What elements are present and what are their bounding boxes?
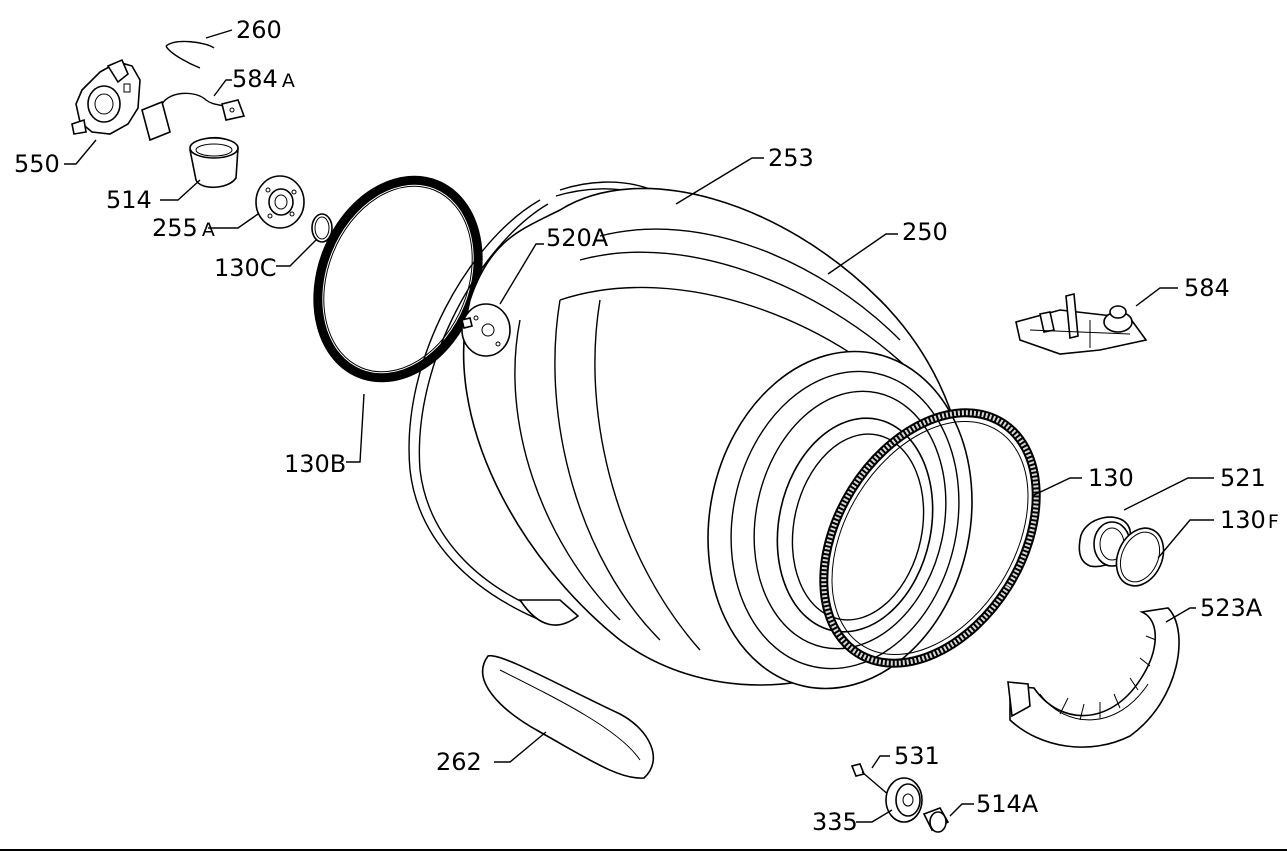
part-584a-sensor <box>141 92 246 142</box>
label-253: 253 <box>768 144 814 172</box>
label-514: 514 <box>106 186 152 214</box>
part-130f-ring <box>1115 527 1165 587</box>
label-523a: 523A <box>1200 594 1263 622</box>
label-584: 584 <box>1184 274 1230 302</box>
label-514a: 514A <box>976 790 1039 818</box>
bottom-rule <box>0 849 1287 851</box>
part-531-bolt <box>850 763 891 797</box>
part-550-bracket <box>71 58 141 135</box>
label-250: 250 <box>902 218 948 246</box>
part-130c-ring <box>311 213 333 243</box>
part-514a-roller <box>922 807 950 833</box>
label-130c: 130C <box>214 254 277 282</box>
label-130b: 130B <box>284 450 346 478</box>
part-523a-slide <box>1007 607 1180 748</box>
label-260: 260 <box>236 16 282 44</box>
label-531: 531 <box>894 742 940 770</box>
label-335: 335 <box>812 808 858 836</box>
part-130-seal <box>819 408 1041 668</box>
part-262-pad <box>481 654 655 779</box>
label-521: 521 <box>1220 464 1266 492</box>
part-255a-hub <box>255 175 305 229</box>
label-550: 550 <box>14 150 60 178</box>
part-250-drum <box>462 187 973 690</box>
part-584-bracket <box>1015 292 1148 355</box>
part-514-bearing <box>189 137 239 189</box>
label-262: 262 <box>436 748 482 776</box>
leader-lines <box>64 29 1214 823</box>
label-520a: 520A <box>546 224 609 252</box>
label-130: 130 <box>1088 464 1134 492</box>
part-335-pulley <box>885 777 923 823</box>
part-520a-plate <box>461 303 511 357</box>
part-260-clip <box>165 40 215 69</box>
